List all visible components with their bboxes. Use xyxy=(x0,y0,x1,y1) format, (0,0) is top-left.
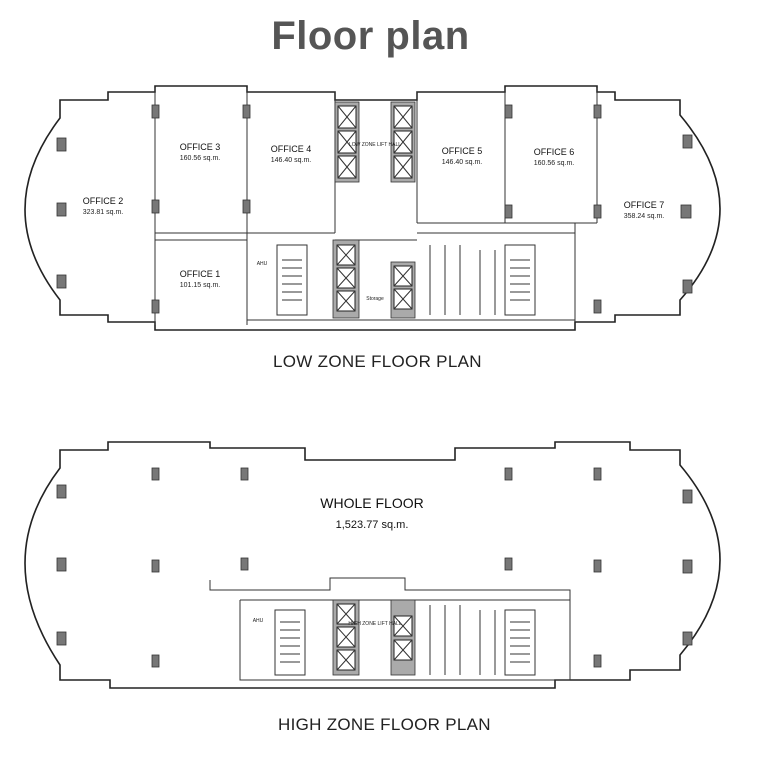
office-2-area: 323.81 sq.m. xyxy=(83,209,124,216)
high-zone-floor-plan: WHOLE FLOOR 1,523.77 sq.m. HIGH ZONE LIF… xyxy=(24,441,721,689)
page-title: Floor plan xyxy=(271,14,470,58)
whole-floor-area: 1,523.77 sq.m. xyxy=(336,519,409,531)
office-7-area: 358.24 sq.m. xyxy=(624,213,665,220)
office-4-label: OFFICE 4 xyxy=(271,144,312,154)
office-1-area: 101.15 sq.m. xyxy=(180,282,221,289)
low-zone-caption: LOW ZONE FLOOR PLAN xyxy=(273,352,482,371)
office-2-label: OFFICE 2 xyxy=(83,196,124,206)
office-6-area: 160.56 sq.m. xyxy=(534,160,575,167)
whole-floor-label: WHOLE FLOOR xyxy=(320,495,423,511)
office-5-area: 146.40 sq.m. xyxy=(442,159,483,166)
office-1-label: OFFICE 1 xyxy=(180,269,221,279)
office-5-label: OFFICE 5 xyxy=(442,146,483,156)
office-4-area: 146.40 sq.m. xyxy=(271,157,312,164)
high-zone-lift-hall-label: HIGH ZONE LIFT HALL xyxy=(348,621,401,627)
low-zone-floor-plan: OFFICE 3 160.56 sq.m. OFFICE 4 146.40 sq… xyxy=(24,85,721,331)
low-zone-lift-hall-label: LOW ZONE LIFT HALL xyxy=(349,142,401,148)
office-7-label: OFFICE 7 xyxy=(624,200,665,210)
high-zone-caption: HIGH ZONE FLOOR PLAN xyxy=(278,715,491,734)
storage-label: Storage xyxy=(366,296,384,302)
ahu-label: AHU xyxy=(257,261,268,267)
office-6-label: OFFICE 6 xyxy=(534,147,575,157)
office-3-area: 160.56 sq.m. xyxy=(180,155,221,162)
low-zone-outer-wall xyxy=(24,85,721,331)
office-3-label: OFFICE 3 xyxy=(180,142,221,152)
ahu-label: AHU xyxy=(253,618,264,624)
high-zone-outer-wall xyxy=(24,441,721,689)
